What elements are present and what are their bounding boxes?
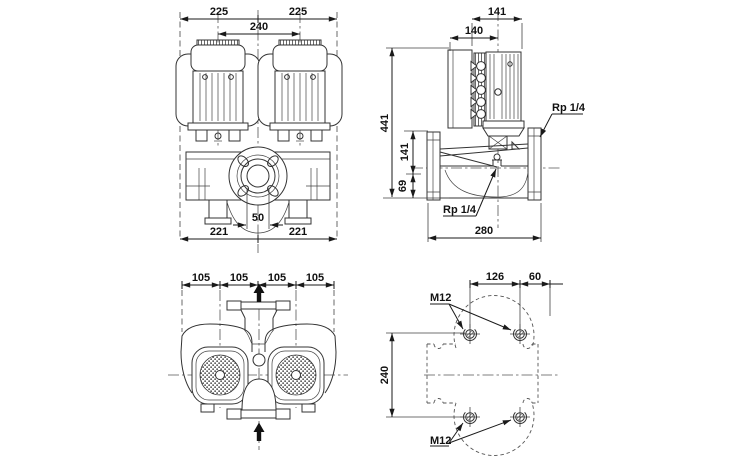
dim-label-port: 50 (252, 212, 264, 224)
flow-arrow-icon (253, 422, 265, 441)
pump-volute-front (185, 151, 331, 234)
thread-label-bottom: M12 (430, 435, 451, 447)
extension-lines (179, 12, 338, 240)
dim-label-base-right: 221 (289, 226, 307, 238)
extension-lines (181, 290, 335, 332)
side-view: 441 141 69 141 140 280 Rp 1/4 Rp 1/4 (379, 6, 586, 242)
dim-label-top-seg3: 105 (268, 272, 286, 284)
port-label-bottom: Rp 1/4 (443, 204, 477, 216)
dim-label-total-height: 441 (379, 114, 391, 132)
left-motor-front (175, 39, 261, 142)
left-fan-grille (191, 346, 249, 405)
dim-label-top-seg4: 105 (306, 272, 324, 284)
suction-flange (228, 146, 288, 206)
bolt-hole (509, 406, 531, 428)
dim-label-front-width-left: 225 (210, 6, 228, 18)
dim-label-length: 280 (475, 225, 493, 237)
gauge-port-plug (493, 153, 501, 161)
dim-label-motor-width: 140 (465, 25, 483, 37)
pump-casing-side (426, 127, 542, 201)
dim-label-top-seg2: 105 (230, 272, 248, 284)
top-view: 105 105 105 105 (168, 272, 348, 450)
dim-label-top-width: 141 (488, 6, 506, 18)
dim-label-base-left: 221 (210, 226, 228, 238)
dim-label-hole-to-end: 60 (529, 271, 541, 283)
bolt-pattern-view: 126 60 240 M12 M12 (379, 271, 563, 456)
dim-label-hole-spacing: 126 (486, 271, 504, 283)
dim-label-top-seg1: 105 (192, 272, 210, 284)
base-silhouette (426, 295, 539, 456)
pump-top-casting (180, 300, 337, 394)
flow-arrow-icon (253, 283, 265, 302)
thread-label-top: M12 (430, 292, 451, 304)
dim-label-motor-spacing: 240 (250, 21, 268, 33)
dim-label-base-height: 69 (397, 180, 409, 192)
right-motor-front (257, 39, 343, 142)
front-view: 225 225 240 50 221 221 (175, 6, 343, 253)
dim-label-flange-height: 141 (399, 143, 411, 161)
motor-side (447, 49, 525, 150)
cable-glands (470, 60, 486, 120)
dim-label-hole-vertical: 240 (379, 366, 391, 384)
right-fan-grille (267, 346, 325, 405)
port-label-top: Rp 1/4 (552, 102, 586, 114)
dim-label-front-width-right: 225 (289, 6, 307, 18)
bottom-flange-top-view (226, 378, 291, 420)
